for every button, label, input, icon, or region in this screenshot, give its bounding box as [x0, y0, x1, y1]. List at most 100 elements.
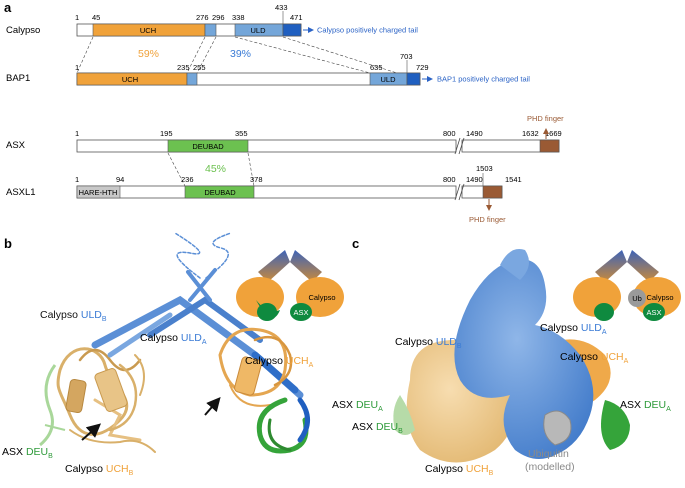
calypso-num-296: 296 [212, 13, 225, 22]
b-label-uch-a-subscript: A [309, 362, 314, 369]
panel-b-structure [39, 232, 310, 454]
b-label-deu-b-subscript: B [48, 453, 53, 460]
asxl1-hare-label: HARE-HTH [79, 188, 118, 197]
panel-c-surface [393, 249, 630, 463]
bap1-num-635: 635 [370, 63, 383, 72]
asxl1-num-1490: 1490 [466, 175, 483, 184]
schematic-b-asx: ASX [293, 308, 308, 317]
asxl1-hare-domain [76, 185, 121, 199]
uld-helices [91, 232, 304, 399]
bap1-num-255: 255 [193, 63, 206, 72]
asxl1-bar-left [76, 185, 457, 199]
asx-num-1: 1 [75, 129, 79, 138]
b-uch-a-main: Calypso [245, 355, 286, 367]
c-label-deu-a-subscript: A [666, 406, 671, 413]
bap1-tail-domain [406, 72, 421, 86]
c-label-uld-a: Calypso ULDA [540, 322, 607, 336]
b-label-uch-a: Calypso UCHA [245, 355, 314, 369]
asxl1-phd-label: PHD finger [469, 215, 506, 224]
c-label-deu-b: ASX DEUB [352, 421, 403, 435]
schematic-b-calypso: Calypso [308, 293, 335, 302]
panel-b-schematic: Calypso ASX [236, 250, 344, 321]
bap1-num-729: 729 [416, 63, 429, 72]
b-label-uld-a-colored-word: ULD [181, 332, 202, 344]
bap1-num-1: 1 [75, 63, 79, 72]
asxl1-phd-domain [482, 185, 503, 199]
c-label-ubiquitin: Ubiquitin [528, 448, 569, 460]
c-label-uch-b-colored-word: UCH [466, 463, 489, 475]
c-label-uch-b-subscript: B [489, 470, 494, 477]
c-label-uld-b-subscript: B [457, 343, 462, 350]
asx-num-195: 195 [160, 129, 173, 138]
b-label-deu-a-subscript: A [378, 406, 383, 413]
b-label-uch-b-subscript: B [129, 470, 134, 477]
calypso-domain-map: Calypso UCH ULD 1 45 276 296 338 433 471… [6, 3, 418, 37]
asx-num-1490: 1490 [466, 129, 483, 138]
bap1-tail-label: BAP1 positively charged tail [437, 75, 530, 84]
b-label-deu-b-colored-word: DEU [26, 446, 48, 458]
asx-num-1669: 1669 [545, 129, 562, 138]
asx-num-800: 800 [443, 129, 456, 138]
bap1-uld-label: ULD [380, 75, 396, 84]
c-deu-b-main: ASX [352, 421, 376, 433]
asx-deubad-label: DEUBAD [192, 142, 224, 151]
asxl1-num-236: 236 [181, 175, 194, 184]
bap1-name: BAP1 [6, 73, 30, 84]
deu-a-cartoon [256, 397, 310, 454]
b-label-uld-a: Calypso ULDA [140, 332, 207, 346]
asxl1-num-800: 800 [443, 175, 456, 184]
uch-b-cartoon [56, 347, 156, 453]
c-deu-a-main: ASX [620, 399, 644, 411]
c-label-uld-b-colored-word: ULD [436, 336, 457, 348]
bap1-num-703: 703 [400, 52, 413, 61]
asx-phd-label: PHD finger [527, 114, 564, 123]
asxl1-domain-map: ASXL1 HARE-HTH DEUBAD 1 94 236 378 800 1… [6, 164, 522, 224]
b-label-uld-a-subscript: A [202, 339, 207, 346]
deubad-identity: 45% [205, 163, 226, 175]
c-label-uld-a-colored-word: ULD [581, 322, 602, 334]
asxl1-num-1: 1 [75, 175, 79, 184]
b-label-uch-a-colored-word: UCH [286, 355, 309, 367]
asx-domain-map: ASX DEUBAD 1 195 355 800 1490 1632 1669 … [6, 114, 564, 155]
asxl1-num-1503: 1503 [476, 164, 493, 173]
asxl1-num-378: 378 [250, 175, 263, 184]
calypso-num-433: 433 [275, 3, 288, 12]
bap1-domain-map: BAP1 UCH ULD 1 235 255 635 703 729 BAP1 … [6, 52, 530, 86]
asxl1-num-94: 94 [116, 175, 124, 184]
c-label-uch-a-colored-word: UCH [601, 351, 624, 363]
panel-a-label: a [4, 0, 12, 15]
asx-phd-domain [539, 139, 560, 153]
uch-identity: 59% [138, 48, 159, 60]
b-label-deu-a-colored-word: DEU [356, 399, 378, 411]
c-label-modelled: (modelled) [525, 461, 575, 473]
c-uch-a-main: Calypso [560, 351, 601, 363]
asxl1-deubad-domain [184, 185, 255, 199]
calypso-uch-insert [204, 23, 217, 37]
c-label-deu-a-colored-word: DEU [644, 399, 666, 411]
schematic-c-calypso: Calypso [646, 293, 673, 302]
c-label-deu-b-colored-word: DEU [376, 421, 398, 433]
alignment-lines-asx-asxl1 [167, 152, 255, 187]
calypso-name: Calypso [6, 25, 40, 36]
b-uld-b-main: Calypso [40, 309, 81, 321]
calypso-uch-label: UCH [140, 26, 156, 35]
alignment-lines-calypso-bap1 [76, 36, 398, 74]
c-label-uld-b: Calypso ULDB [395, 336, 462, 350]
calypso-num-1: 1 [75, 13, 79, 22]
calypso-num-276: 276 [196, 13, 209, 22]
b-label-uch-b: Calypso UCHB [65, 463, 134, 477]
c-label-deu-b-subscript: B [398, 428, 403, 435]
c-label-uch-a-subscript: A [624, 358, 629, 365]
asx-bar-left [76, 139, 457, 153]
c-label-uld-a-subscript: A [602, 329, 607, 336]
asx-num-355: 355 [235, 129, 248, 138]
asxl1-num-1541: 1541 [505, 175, 522, 184]
calypso-tail-label: Calypso positively charged tail [317, 26, 418, 35]
asx-num-1632: 1632 [522, 129, 539, 138]
c-label-uch-b: Calypso UCHB [425, 463, 494, 477]
calypso-num-471: 471 [290, 13, 303, 22]
uch-a-cartoon [218, 327, 293, 407]
b-label-uld-b-subscript: B [102, 316, 107, 323]
panel-b-label: b [4, 236, 12, 251]
